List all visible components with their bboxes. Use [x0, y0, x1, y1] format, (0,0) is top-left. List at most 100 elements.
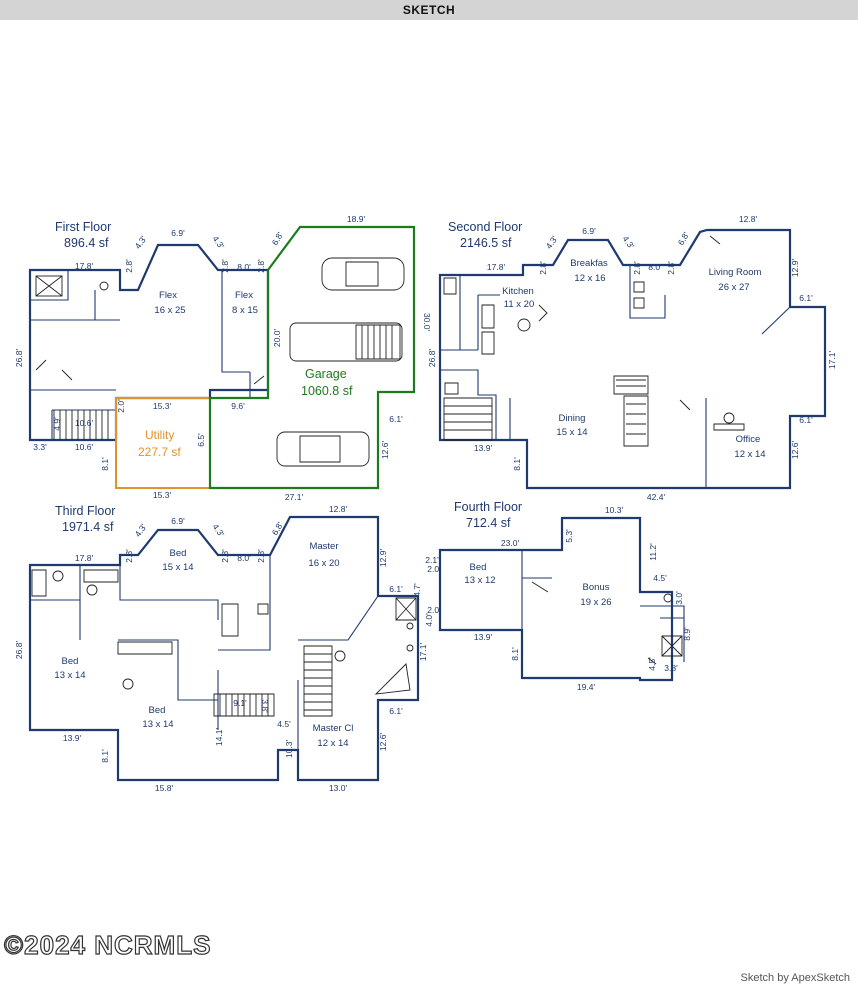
dimension-label: 13.9': [474, 632, 493, 642]
utility-area: 227.7 sf: [138, 445, 181, 459]
dimension-label: 3.0': [674, 591, 684, 605]
room-size: 12 x 14: [734, 449, 765, 460]
dimension-label: 15.8': [155, 783, 174, 793]
dimension-label: 17.8': [75, 261, 94, 271]
dimension-label: 18.9': [347, 214, 366, 224]
first-floor-title: First Floor: [55, 220, 111, 234]
room-size: 12 x 16: [574, 273, 605, 284]
room-name: Bed: [149, 705, 166, 716]
dimension-label: 15.3': [153, 490, 172, 500]
dimension-label: 17.1': [418, 643, 428, 662]
room-name: Flex: [159, 290, 177, 301]
garage-label: Garage: [305, 367, 347, 381]
dimension-label: 2.1': [425, 555, 439, 565]
utility-label: Utility: [145, 428, 174, 442]
dimension-label: 13.0': [329, 783, 348, 793]
dimension-label: 9.6': [231, 401, 245, 411]
room-size: 26 x 27: [718, 282, 749, 293]
dimension-label: 9.1': [233, 698, 247, 708]
room-name: Kitchen: [502, 286, 534, 297]
dimension-label: 2.0': [116, 399, 126, 413]
dimension-label: 6.1': [389, 584, 403, 594]
third-floor-title: Third Floor: [55, 504, 115, 518]
room-size: 12 x 14: [317, 738, 348, 749]
dimension-label: 4.5': [277, 719, 291, 729]
dimension-label: 30.0': [422, 313, 432, 332]
dimension-label: 5.3': [564, 529, 574, 543]
garage-area: 1060.8 sf: [301, 384, 353, 398]
room-size: 13 x 14: [54, 670, 85, 681]
room-name: Bed: [170, 548, 187, 559]
sketch-credit: Sketch by ApexSketch: [740, 972, 850, 984]
fourth-floor-area: 712.4 sf: [466, 516, 511, 530]
room-size: 16 x 25: [154, 305, 185, 316]
room-name: Bed: [470, 562, 487, 573]
dimension-label: 4.5': [647, 657, 657, 671]
dimension-label: 17.1': [827, 351, 837, 370]
dimension-label: 10.3': [605, 505, 624, 515]
dimension-label: 4.3': [211, 522, 227, 539]
garage-plan: [208, 225, 416, 490]
dimension-label: 8.1': [512, 457, 522, 471]
dimension-label: 12.6': [380, 441, 390, 460]
room-size: 19 x 26: [580, 597, 611, 608]
dimension-label: 6.8': [270, 230, 286, 247]
room-size: 11 x 20: [504, 299, 534, 310]
room-size: 15 x 14: [556, 427, 587, 438]
dimension-label: 42.4': [647, 492, 666, 502]
dimension-label: 2.8': [256, 259, 266, 273]
third-floor-plan: [28, 515, 420, 782]
dimension-label: 4.3': [211, 234, 227, 251]
dimension-label: 6.8': [270, 520, 286, 537]
dimension-label: 12.9': [790, 259, 800, 278]
room-name: Bonus: [583, 582, 610, 593]
dimension-label: 8.1': [100, 457, 110, 471]
dimension-label: 8.1': [510, 647, 520, 661]
dimension-label: 8.0': [648, 262, 662, 272]
dimension-label: 4.3': [133, 522, 149, 539]
dimension-label: 12.8': [739, 214, 758, 224]
dimension-label: 17.8': [487, 262, 506, 272]
dimension-label: 8.1': [100, 749, 110, 763]
dimension-label: 19.4': [577, 682, 596, 692]
dimension-label: 6.1': [389, 414, 403, 424]
dimension-label: 26.8': [427, 349, 437, 368]
room-size: 13 x 14: [142, 719, 173, 730]
dimension-label: 3.3': [33, 442, 47, 452]
dimension-label: 6.9': [171, 516, 185, 526]
room-name: Dining: [559, 413, 586, 424]
room-name: Flex: [235, 290, 253, 301]
dimension-label: 26.8': [14, 349, 24, 368]
dimension-label: 12.6': [790, 441, 800, 460]
sketch-header: SKETCH: [0, 0, 858, 20]
dimension-label: 13.9': [474, 443, 493, 453]
fourth-floor-title: Fourth Floor: [454, 500, 522, 514]
dimension-label: 12.6': [378, 733, 388, 752]
dimension-label: 3.8': [260, 699, 270, 713]
dimension-label: 15.3': [153, 401, 172, 411]
dimension-label: 6.9': [171, 228, 185, 238]
second-floor-area: 2146.5 sf: [460, 236, 512, 250]
dimension-label: 10.3': [284, 740, 294, 759]
dimension-label: 2.8': [220, 259, 230, 273]
dimension-label: 20.0': [272, 329, 282, 348]
first-floor-area: 896.4 sf: [64, 236, 109, 250]
dimension-label: 4.0': [424, 613, 434, 627]
dimension-label: 23.0': [501, 538, 520, 548]
room-name: Bed: [62, 656, 79, 667]
dimension-label: 2.0': [427, 605, 441, 615]
dimension-label: 2.8': [538, 261, 548, 275]
dimension-label: 4.9': [52, 417, 62, 431]
second-floor-plan: [438, 228, 827, 490]
dimension-label: 4.3': [133, 234, 149, 251]
dimension-label: 8.0': [237, 262, 251, 272]
dimension-label: 2.8': [124, 259, 134, 273]
dimension-label: 6.1': [799, 415, 813, 425]
dimension-label: 12.9': [378, 549, 388, 568]
dimension-label: 6.1': [799, 293, 813, 303]
second-floor-title: Second Floor: [448, 220, 522, 234]
dimension-label: 17.8': [75, 553, 94, 563]
dimension-label: 27.1': [285, 492, 304, 502]
dimension-label: 4.5': [653, 573, 667, 583]
